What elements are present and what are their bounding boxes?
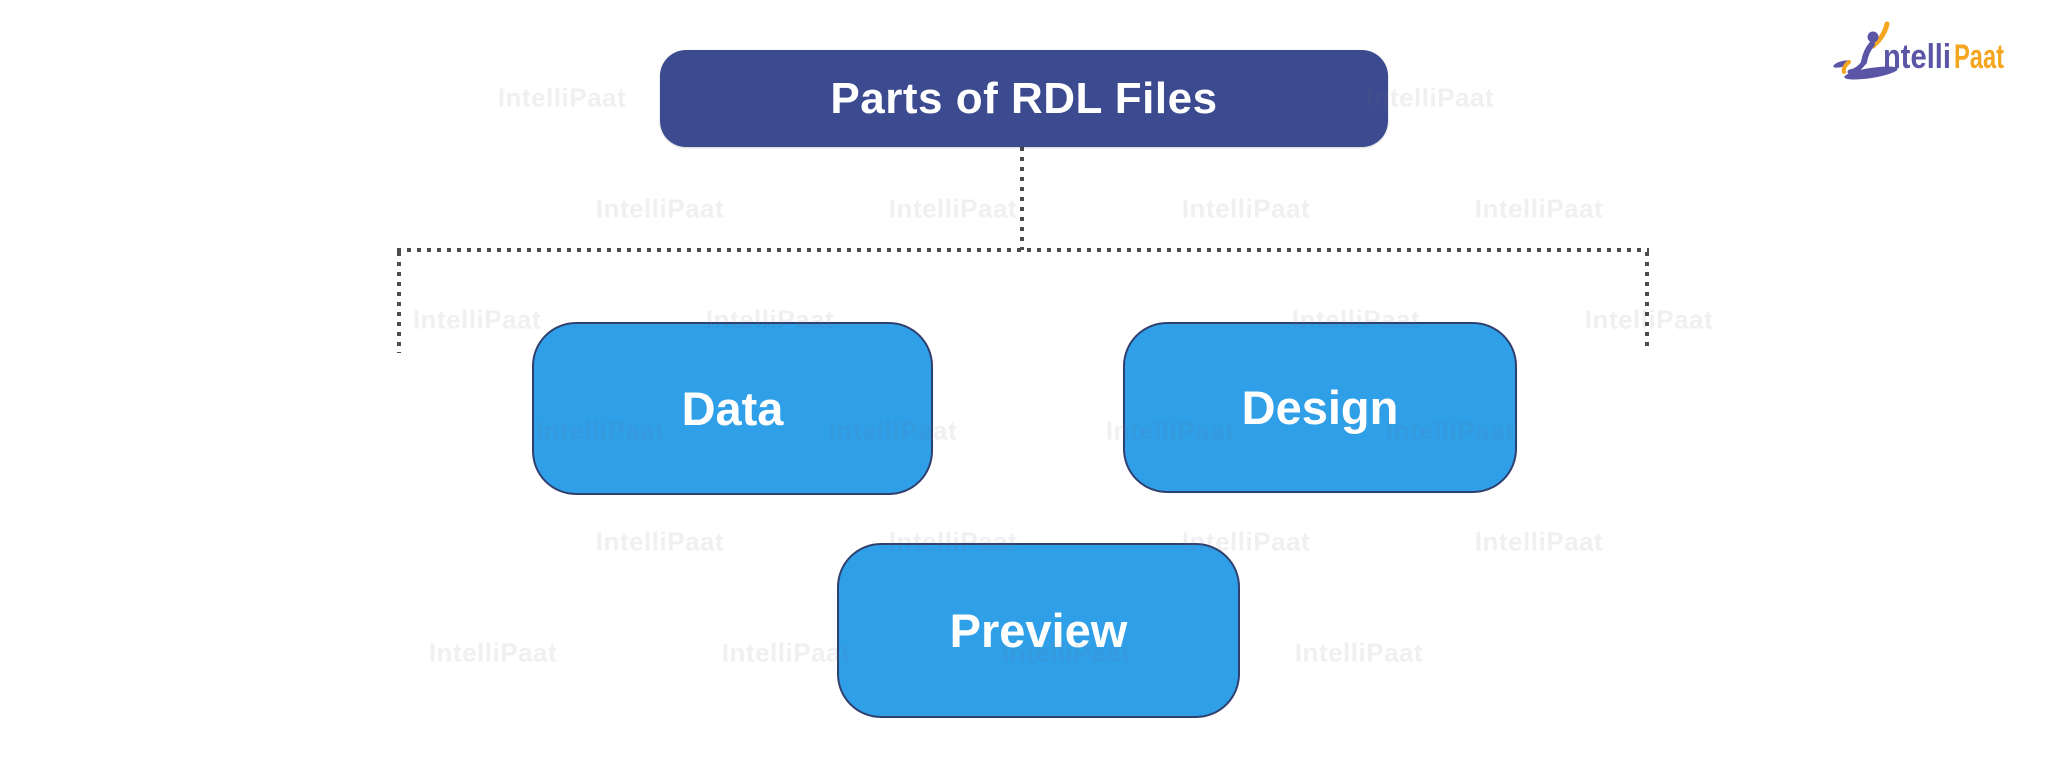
watermark-text: IntelliPaat xyxy=(595,526,725,557)
connector-right-vertical xyxy=(1645,252,1649,352)
logo-text-suffix: Paat xyxy=(1954,38,2004,76)
intellipaat-logo: ntelli Paat xyxy=(1833,12,2013,84)
logo-swoosh-icon xyxy=(1844,66,1898,80)
node-preview: Preview xyxy=(837,543,1240,718)
watermark-text: IntelliPaat xyxy=(1474,193,1604,224)
watermark-text: IntelliPaat xyxy=(1181,193,1311,224)
watermark-text: IntelliPaat xyxy=(721,637,851,668)
node-design: Design xyxy=(1123,322,1517,493)
watermark-text: IntelliPaat xyxy=(428,637,558,668)
watermark-text: IntelliPaat xyxy=(497,82,627,113)
logo-text-prefix: ntelli xyxy=(1883,38,1951,76)
title-label: Parts of RDL Files xyxy=(830,73,1218,123)
watermark-text: IntelliPaat xyxy=(412,304,542,335)
watermark-text: IntelliPaat xyxy=(888,193,1018,224)
node-data: Data xyxy=(532,322,933,495)
node-design-label: Design xyxy=(1241,381,1399,434)
title-node: Parts of RDL Files xyxy=(660,50,1388,147)
connector-horizontal xyxy=(397,248,1649,252)
watermark-text: IntelliPaat xyxy=(1584,304,1714,335)
logo-figure-icon xyxy=(1833,21,1898,80)
watermark-text: IntelliPaat xyxy=(1474,526,1604,557)
watermark-text: IntelliPaat xyxy=(1294,637,1424,668)
node-preview-label: Preview xyxy=(949,604,1128,657)
watermark-text: IntelliPaat xyxy=(595,193,725,224)
connector-top-vertical xyxy=(1020,147,1024,250)
node-data-label: Data xyxy=(681,382,784,435)
connector-left-vertical xyxy=(397,252,401,353)
